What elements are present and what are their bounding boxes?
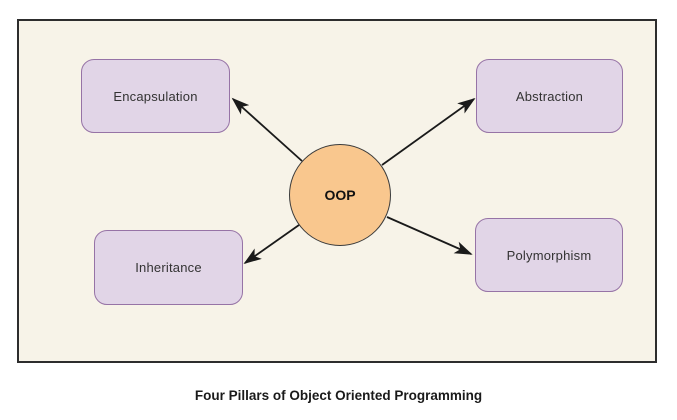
arrow-oop-to-encapsulation <box>231 97 303 162</box>
node-encapsulation-label: Encapsulation <box>113 88 198 104</box>
node-encapsulation: Encapsulation <box>81 59 230 133</box>
node-polymorphism: Polymorphism <box>475 218 623 292</box>
node-inheritance: Inheritance <box>94 230 243 305</box>
node-polymorphism-label: Polymorphism <box>506 247 592 263</box>
arrow-oop-to-abstraction <box>381 97 476 166</box>
node-inheritance-label: Inheritance <box>135 260 202 275</box>
node-oop-label: OOP <box>324 187 356 203</box>
diagram-panel: Encapsulation Abstraction Inheritance Po… <box>17 19 657 363</box>
arrow-oop-to-polymorphism <box>386 216 473 255</box>
arrow-oop-to-inheritance <box>243 224 300 265</box>
diagram-caption: Four Pillars of Object Oriented Programm… <box>194 388 483 403</box>
node-abstraction: Abstraction <box>476 59 623 133</box>
node-abstraction-label: Abstraction <box>515 88 584 104</box>
node-oop-center: OOP <box>289 144 391 246</box>
